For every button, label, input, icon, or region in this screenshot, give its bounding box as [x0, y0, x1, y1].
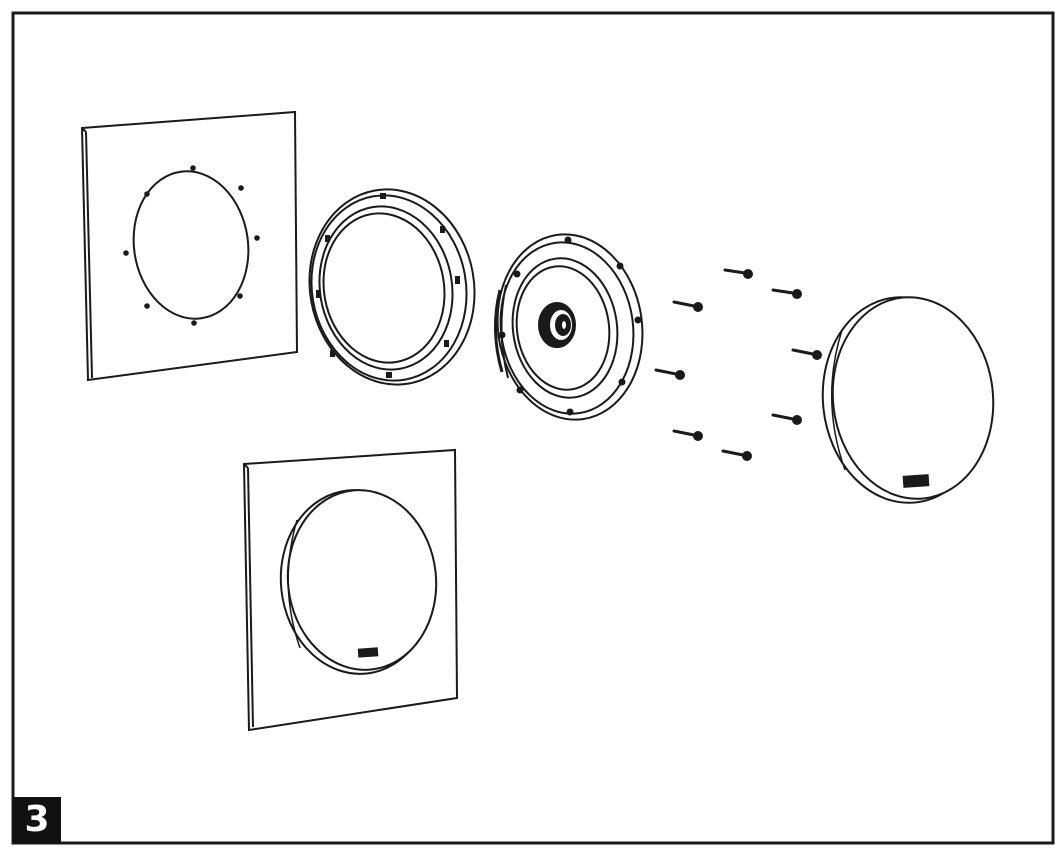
installed-speaker-panel — [242, 448, 459, 732]
installed-logo-badge — [357, 647, 379, 658]
screw-7 — [672, 429, 703, 441]
mounting-screws — [654, 268, 822, 461]
speaker-driver — [494, 233, 644, 421]
screw-1 — [723, 268, 753, 279]
screw-4 — [791, 348, 822, 360]
mounting-ring — [308, 188, 476, 386]
screw-2 — [771, 288, 802, 299]
grille-logo-badge — [902, 474, 930, 488]
screw-3 — [672, 300, 703, 312]
screw-8 — [721, 449, 752, 461]
screw-6 — [771, 413, 802, 425]
step-number-badge: 3 — [13, 797, 61, 843]
wall-panel-with-cutout — [80, 110, 299, 382]
speaker-grille — [821, 296, 995, 504]
diagram-border — [11, 11, 1055, 845]
screw-5 — [654, 368, 685, 380]
